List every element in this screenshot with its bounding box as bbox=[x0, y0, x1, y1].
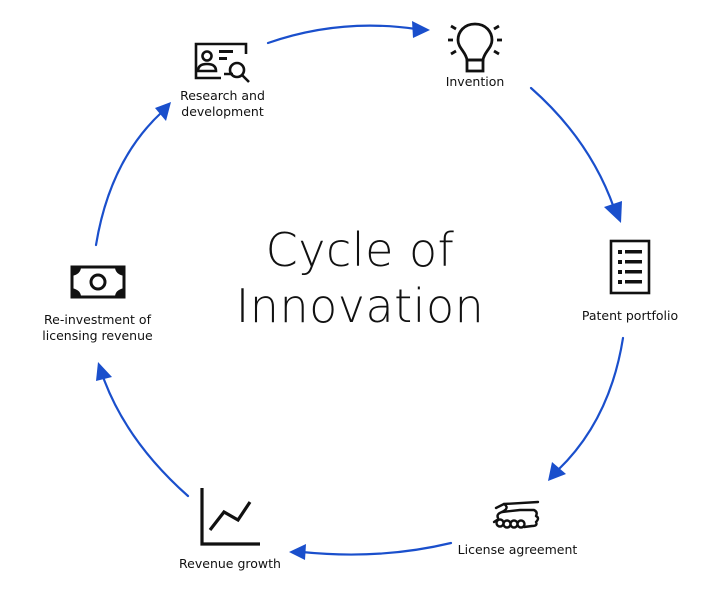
node-reinvest: Re-investment of licensing revenue bbox=[35, 264, 160, 344]
arrowhead-reinvest bbox=[96, 362, 112, 381]
node-label: Research and bbox=[180, 88, 265, 103]
node-license: License agreement bbox=[455, 496, 580, 558]
title-line-1: Cycle of bbox=[265, 223, 455, 277]
arrowhead-license bbox=[548, 462, 566, 481]
line-chart-icon bbox=[200, 488, 260, 546]
node-research: Research and development bbox=[165, 40, 280, 120]
node-label: License agreement bbox=[457, 542, 578, 557]
document-list-icon bbox=[609, 239, 651, 295]
arrow-research-to-invention bbox=[266, 24, 418, 45]
banknote-icon bbox=[70, 265, 125, 299]
arrow-license-to-revenue bbox=[300, 541, 453, 556]
node-label: development bbox=[181, 104, 264, 119]
arrow-invention-to-patent bbox=[529, 86, 616, 210]
node-invention: Invention bbox=[425, 18, 525, 90]
arrow-patent-to-license bbox=[556, 336, 625, 472]
lightbulb-icon bbox=[448, 22, 502, 73]
arrowhead-revenue bbox=[289, 544, 306, 560]
node-label: licensing revenue bbox=[42, 328, 153, 343]
arrowhead-invention bbox=[412, 21, 430, 38]
arrowhead-patent bbox=[604, 201, 622, 223]
node-revenue: Revenue growth bbox=[170, 486, 290, 572]
title-line-2: Innovation bbox=[235, 279, 485, 333]
profile-search-icon bbox=[194, 42, 250, 83]
node-label: Revenue growth bbox=[179, 556, 281, 571]
handshake-icon bbox=[492, 500, 539, 529]
arrow-reinvest-to-research bbox=[94, 110, 164, 247]
node-label: Re-investment of bbox=[44, 312, 151, 327]
arrowhead-research bbox=[155, 102, 171, 121]
page-title: Cycle of Innovation bbox=[200, 222, 520, 334]
node-patent: Patent portfolio bbox=[570, 238, 690, 324]
node-label: Patent portfolio bbox=[581, 308, 679, 323]
arrow-revenue-to-reinvest bbox=[100, 372, 190, 498]
node-label: Invention bbox=[445, 74, 505, 89]
